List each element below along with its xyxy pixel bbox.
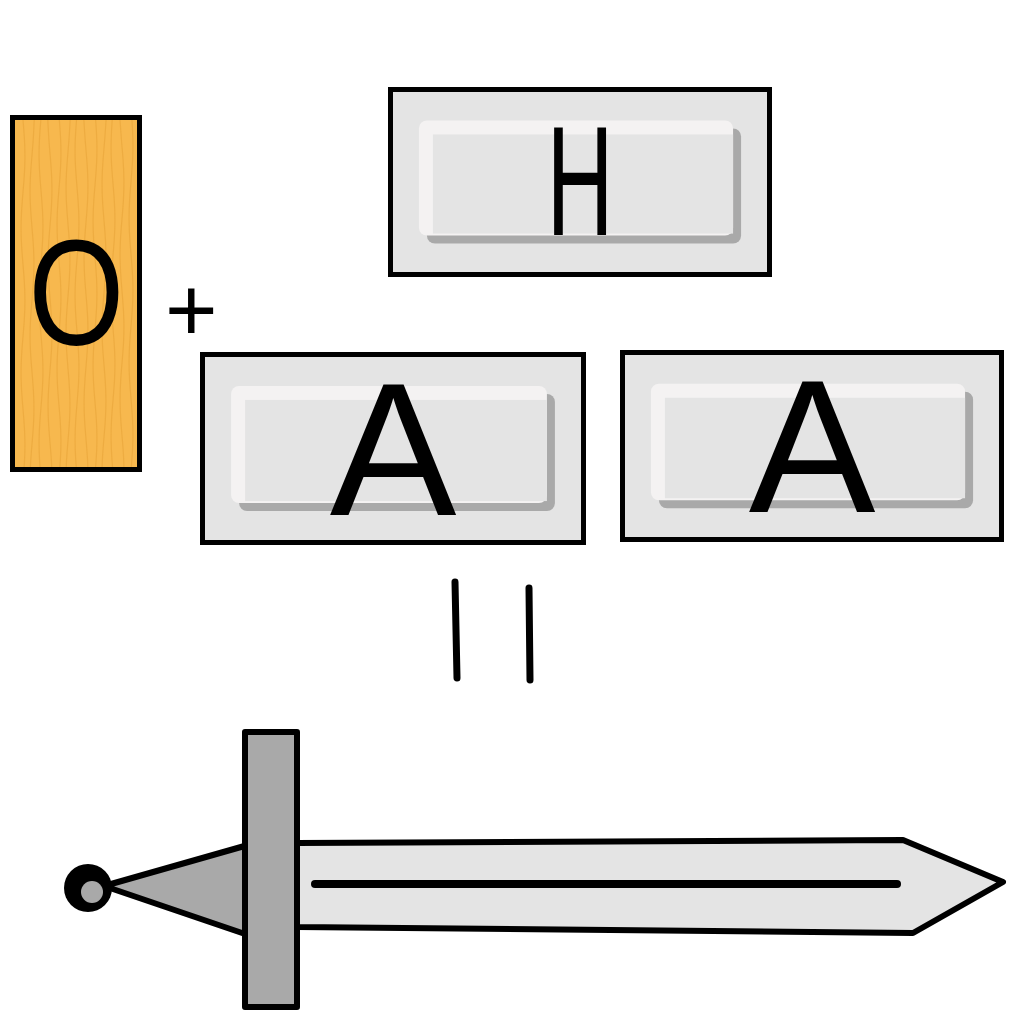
sword-crossguard (245, 732, 297, 1007)
sword-grip (104, 845, 248, 935)
iron-ingot: H (388, 87, 772, 277)
rebus-letter: A (330, 373, 457, 525)
iron-ingot: A (620, 350, 1004, 542)
sword-pommel (64, 864, 112, 912)
equals-bar (455, 582, 457, 678)
equals-bar (529, 588, 530, 680)
sword-pommel-gem (81, 881, 103, 903)
wood-plank: O (10, 115, 142, 472)
rebus-letter: A (749, 370, 876, 522)
grain-line (21, 120, 25, 467)
sword-blade (297, 840, 1003, 933)
equals-sign (455, 582, 530, 680)
sword-fuller (315, 880, 897, 888)
rebus-letter: H (546, 120, 613, 244)
rebus-letter: O (28, 230, 124, 358)
sword (64, 732, 1003, 1007)
plus-sign: + (165, 265, 218, 355)
grain-line (129, 120, 133, 467)
iron-ingot: A (200, 352, 586, 545)
